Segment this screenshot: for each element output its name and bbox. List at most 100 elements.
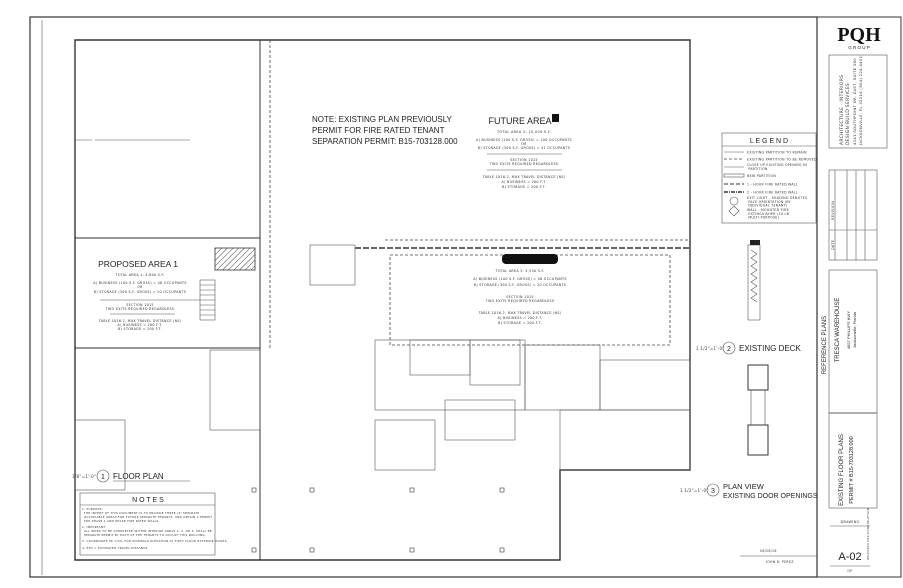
title-block-logo-sub: G R O U P xyxy=(848,45,870,50)
title-block-sheet-group: REFERENCE PLANS xyxy=(822,316,828,374)
legend-items-0: EXISTING PARTITION TO REMAIN xyxy=(747,151,807,155)
notes-items-6: SEPARATE PERMIT BY EACH OF THE TENANTS T… xyxy=(84,533,206,537)
legend-items-1: EXISTING PARTITION TO BE REMOVED xyxy=(747,158,817,162)
proposed-area-t-storage: B) STORAGE = 200 F.T. xyxy=(118,327,162,331)
room xyxy=(309,244,356,286)
redaction-mark xyxy=(502,254,558,264)
proposed-area-t-business: A) BUSINESS = 200 F.T. xyxy=(118,323,163,327)
legend-title: L E G E N D xyxy=(750,138,788,145)
proposed-area-or: OR xyxy=(137,285,143,289)
legend-items-2: CLOSE UP EXISTING OPENING IN PARTITION xyxy=(747,163,807,171)
columns xyxy=(251,487,505,553)
footer-drawn-by: JOHN B. PEREZ xyxy=(765,560,794,564)
notes-items-8: 4. ETD = ESTIMATED TRAVEL DISTANCE xyxy=(82,546,148,550)
area-3-schedule: TOTAL AREA 3: 4,550 S.F. A) BUSINESS (10… xyxy=(473,269,566,325)
title-block-date-label: DATE xyxy=(831,240,835,250)
future-area-t-business: A) BUSINESS = 200 F.T. xyxy=(502,180,547,184)
redaction-mark xyxy=(552,114,559,122)
views-existing-deck-label: EXISTING DECK xyxy=(739,344,801,353)
note-line2: PERMIT FOR FIRE RATED TENANT xyxy=(312,126,445,135)
view-title-existing-deck: 1 1/2"=1'-0" 2 EXISTING DECK xyxy=(696,341,801,355)
notes-items-5: ALL WORK TO BE COMPLETED WITHIN INTERIOR… xyxy=(84,529,212,533)
title-block-of: OF xyxy=(847,569,852,573)
area3-storage: B) STORAGE (300 S.F. GROSS) = 20 OCCUPAN… xyxy=(474,283,566,287)
legend-items-7: WALL - MOUNTED FIRE EXTINGUISHER (10 LB … xyxy=(747,208,789,220)
title-block-sheet-title: EXISTING FLOOR PLANS xyxy=(839,434,845,506)
future-area-business: A) BUSINESS (100 S.F. GROSS) = 100 OCCUP… xyxy=(476,138,572,142)
future-area-section: SECTION 1015 xyxy=(510,158,538,162)
proposed-area-1-schedule: PROPOSED AREA 1 TOTAL AREA 1: 4,800 S.F.… xyxy=(93,259,200,331)
views-door-openings-label2: EXISTING DOOR OPENINGS xyxy=(723,493,818,500)
area3-t-storage: B) STORAGE = 200 F.T. xyxy=(498,321,542,325)
proposed-area-exits: TWO EXITS REQUIRED REGARDLESS xyxy=(105,307,175,311)
future-area-t-storage: B) STORAGE = 200 F.T. xyxy=(502,185,546,189)
views-door-openings-scale: 1 1/2"=1'-0" xyxy=(680,488,709,493)
note-line1: NOTE: EXISTING PLAN PREVIOUSLY xyxy=(312,115,453,124)
future-area-or: OR xyxy=(521,142,527,146)
notes-items-2: OCCUPIABLE AREAS FOR FUTURE SEPARATE TEN… xyxy=(84,515,212,519)
title-block-address1: 4141 SOUTHPOINT DR. EAST, SUITE 380 xyxy=(852,58,857,145)
notes-box: N O T E S 1. PURPOSE: THE INTENT OF THIS… xyxy=(79,492,228,556)
footer-date: 06/26/18 xyxy=(760,549,777,553)
firm-logo: PQH xyxy=(837,24,881,46)
notes-items-7: 3. COORDINATE W/ CIVIL FOR SIDEWALK ELEV… xyxy=(82,539,228,543)
note-line3: SEPARATION PERMIT: B15-703128.000 xyxy=(312,137,458,146)
views-floor-plan-label: FLOOR PLAN xyxy=(113,472,164,481)
area3-total: TOTAL AREA 3: 4,550 S.F. xyxy=(495,269,545,273)
title-block-permit: PERMIT # B15-703128.000 xyxy=(849,436,855,503)
proposed-area-title: PROPOSED AREA 1 xyxy=(98,259,178,269)
proposed-area-section: SECTION 1015 xyxy=(126,303,154,307)
title-block-project-addr2: Jacksonville, Florida xyxy=(852,311,857,348)
notes-items-4: 2. IMPORTANT: xyxy=(82,525,106,529)
legend-items-4: 1 - HOUR FIRE RATED WALL xyxy=(747,183,798,187)
title-block-project: TRESCA WAREHOUSE xyxy=(835,298,841,363)
views-door-openings-label1: PLAN VIEW xyxy=(723,482,765,491)
future-area-schedule: FUTURE AREA TOTAL AREA 2: 10,000 S.F. A)… xyxy=(476,116,572,189)
title-block-border xyxy=(816,16,902,578)
office-rooms xyxy=(74,139,691,491)
area3-table: TABLE 1016.2, MAX TRAVEL DISTANCE (NS) xyxy=(478,311,562,315)
view-title-door-openings: 1 1/2"=1'-0" 3 PLAN VIEW EXISTING DOOR O… xyxy=(680,482,818,500)
proposed-area-business: A) BUSINESS (100 S.F. GROSS) = 48 OCCUPA… xyxy=(93,281,186,285)
proposed-area-table: TABLE 1016.2, MAX TRAVEL DISTANCE (NS) xyxy=(98,319,182,323)
release-stamp: RELEASED FOR CONSTRUCTION xyxy=(866,508,870,560)
title-block-revision-label: REVISION xyxy=(831,201,835,220)
view-title-floor-plan: 1/8"=1'-0" 1 FLOOR PLAN xyxy=(72,469,190,483)
views-floor-plan-scale: 1/8"=1'-0" xyxy=(72,474,96,479)
future-area-storage: B) STORAGE (300 S.F. GROSS) = 41 OCCUPAN… xyxy=(478,146,570,150)
area3-business: A) BUSINESS (100 S.F. GROSS) = 46 OCCUPA… xyxy=(473,277,566,281)
permit-note: NOTE: EXISTING PLAN PREVIOUSLY PERMIT FO… xyxy=(312,115,458,146)
wall-detail-section xyxy=(747,240,769,456)
area3-t-business: A) BUSINESS = 200 F.T. xyxy=(498,316,543,320)
notes-items-3: FOR PHASE 1 AND PHASE FIRE RATED WALLS. xyxy=(84,519,160,523)
proposed-area-total: TOTAL AREA 1: 4,800 S.F. xyxy=(115,273,165,277)
title-block-project-addr1: 4827 PHILLIPS HWY xyxy=(846,311,851,349)
views-floor-plan-num: 1 xyxy=(101,474,105,481)
floor-plan xyxy=(74,39,691,561)
views-door-openings-num: 3 xyxy=(711,488,715,495)
future-area-table: TABLE 1016.2, MAX TRAVEL DISTANCE (NS) xyxy=(482,175,566,179)
legend-items-5: 2 - HOUR FIRE RATED WALL xyxy=(747,191,798,195)
views-existing-deck-scale: 1 1/2"=1'-0" xyxy=(696,346,725,351)
title-block-drawing-label: DRAWING xyxy=(840,520,859,524)
drawing-number: A-02 xyxy=(838,551,861,563)
notes-items-0: 1. PURPOSE: xyxy=(82,507,103,511)
views-existing-deck-num: 2 xyxy=(727,346,731,353)
future-area-total: TOTAL AREA 2: 10,000 S.F. xyxy=(496,130,551,134)
stairs xyxy=(199,279,216,321)
notes-title: N O T E S xyxy=(132,497,164,504)
proposed-area-storage: B) STORAGE (300 S.F. GROSS) = 20 OCCUPAN… xyxy=(94,290,186,294)
legend-items-3: NEW PARTITION xyxy=(747,174,776,178)
legend: L E G E N D EXISTING PARTITION TO REMAIN… xyxy=(721,132,817,224)
area3-exits: TWO EXITS REQUIRED REGARDLESS xyxy=(485,299,555,303)
legend-items-6: EXIT LIGHT - SHADING DENOTES FACE ORIENT… xyxy=(747,196,807,208)
area3-section: SECTION 1015 xyxy=(506,295,534,299)
title-block-firm-line2: DESIGN·BUILD SERVICES xyxy=(845,83,851,145)
title-block: PQH G R O U P ARCHITECTURE · INTERIORS D… xyxy=(822,24,888,573)
title-block-address2: JACKSONVILLE, FL 32216 (904) 224-4401 xyxy=(858,55,863,146)
title-block-firm-line1: ARCHITECTURE · INTERIORS xyxy=(839,75,845,145)
future-area-title: FUTURE AREA xyxy=(488,116,551,126)
hatched-wall xyxy=(214,247,256,271)
notes-items-1: THE INTENT OF THIS DOCUMENT IS TO PROVID… xyxy=(83,511,199,515)
